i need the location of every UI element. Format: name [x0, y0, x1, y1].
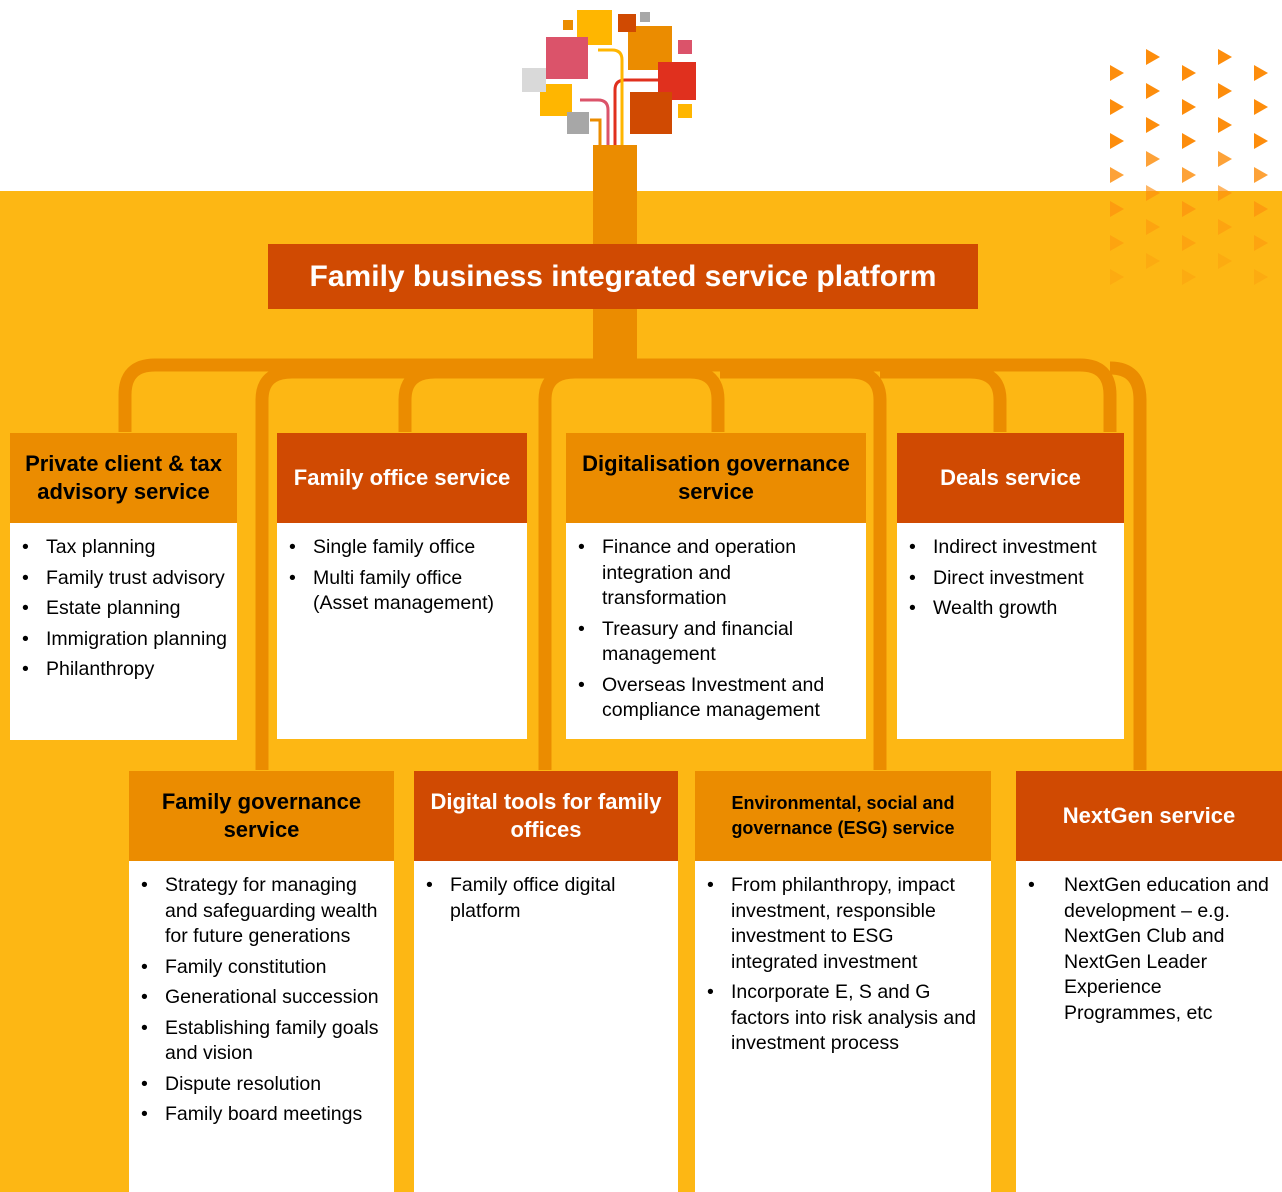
- item-list: Family office digital platform: [414, 861, 678, 937]
- list-item: Multi family office (Asset management): [289, 566, 519, 617]
- card-heading: Family office service: [277, 433, 527, 523]
- service-card-nextgen: NextGen service NextGen education and de…: [1016, 771, 1282, 1192]
- list-item: Strategy for managing and safeguarding w…: [141, 873, 386, 950]
- service-card-digitalisation: Digitalisation governance service Financ…: [566, 433, 866, 739]
- list-item: Estate planning: [22, 596, 229, 622]
- service-card-family-governance: Family governance service Strategy for m…: [129, 771, 394, 1192]
- list-item: Family board meetings: [141, 1102, 386, 1128]
- list-item: Family constitution: [141, 955, 386, 981]
- list-item: Single family office: [289, 535, 519, 561]
- card-heading: Deals service: [897, 433, 1124, 523]
- list-item: Overseas Investment and compliance manag…: [578, 673, 858, 724]
- service-card-deals: Deals service Indirect investmentDirect …: [897, 433, 1124, 739]
- triangle-pattern-icon: [1110, 49, 1268, 285]
- tree-logo-icon: [522, 10, 696, 145]
- card-heading: Private client & tax advisory service: [10, 433, 237, 523]
- list-item: Dispute resolution: [141, 1072, 386, 1098]
- service-card-digital-tools: Digital tools for family offices Family …: [414, 771, 678, 1192]
- service-card-family-office: Family office service Single family offi…: [277, 433, 527, 739]
- card-heading: Environmental, social and governance (ES…: [695, 771, 991, 861]
- list-item: Treasury and financial management: [578, 617, 858, 668]
- list-item: Establishing family goals and vision: [141, 1016, 386, 1067]
- service-card-esg: Environmental, social and governance (ES…: [695, 771, 991, 1192]
- list-item: Generational succession: [141, 985, 386, 1011]
- list-item: Tax planning: [22, 535, 229, 561]
- item-list: From philanthropy, impact investment, re…: [695, 861, 991, 1070]
- item-list: Single family officeMulti family office …: [277, 523, 527, 630]
- list-item: Family trust advisory: [22, 566, 229, 592]
- item-list: Strategy for managing and safeguarding w…: [129, 861, 394, 1141]
- item-list: Tax planningFamily trust advisoryEstate …: [10, 523, 237, 696]
- item-list: Finance and operation integration and tr…: [566, 523, 866, 737]
- list-item: Indirect investment: [909, 535, 1116, 561]
- list-item: NextGen education and development – e.g.…: [1028, 873, 1274, 1026]
- list-item: From philanthropy, impact investment, re…: [707, 873, 983, 975]
- card-heading: Family governance service: [129, 771, 394, 861]
- list-item: Philanthropy: [22, 657, 229, 683]
- list-item: Finance and operation integration and tr…: [578, 535, 858, 612]
- list-item: Wealth growth: [909, 596, 1116, 622]
- item-list: Indirect investmentDirect investmentWeal…: [897, 523, 1124, 635]
- platform-title: Family business integrated service platf…: [268, 244, 978, 309]
- service-card-private-client: Private client & tax advisory service Ta…: [10, 433, 237, 740]
- list-item: Incorporate E, S and G factors into risk…: [707, 980, 983, 1057]
- card-heading: NextGen service: [1016, 771, 1282, 861]
- item-list: NextGen education and development – e.g.…: [1016, 861, 1282, 1039]
- list-item: Immigration planning: [22, 627, 229, 653]
- list-item: Direct investment: [909, 566, 1116, 592]
- list-item: Family office digital platform: [426, 873, 670, 924]
- card-heading: Digitalisation governance service: [566, 433, 866, 523]
- card-heading: Digital tools for family offices: [414, 771, 678, 861]
